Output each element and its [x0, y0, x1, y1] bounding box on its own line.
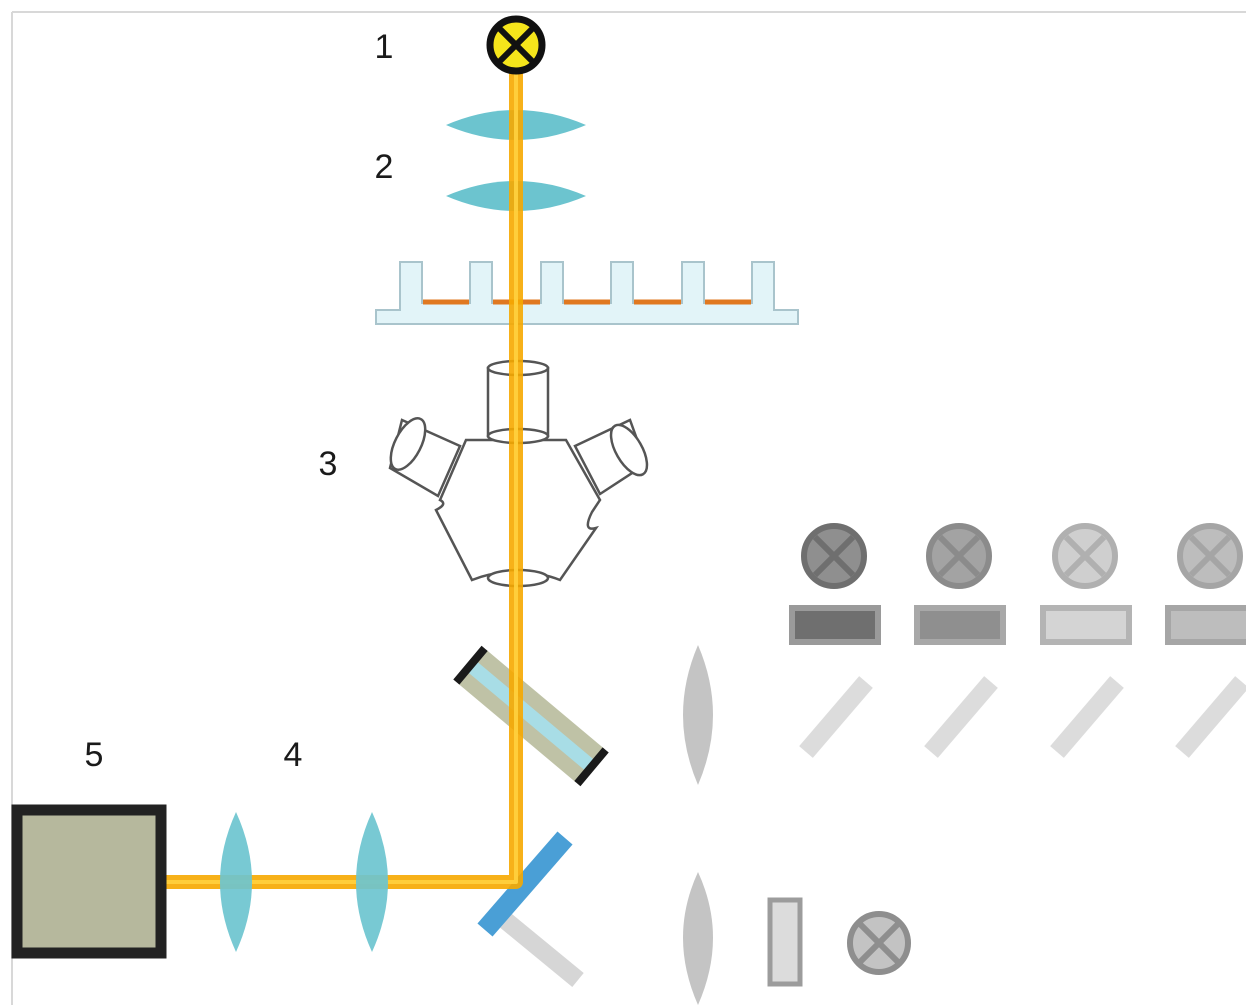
detector-icon: [11, 804, 167, 959]
label-light-source: 1: [375, 28, 394, 66]
inactive-mirror-icon: [924, 676, 998, 758]
label-detector: 5: [85, 736, 104, 774]
inactive-filter-icon: [914, 605, 1006, 645]
inactive-lens-icon: [683, 872, 713, 1005]
lamp-icon: [486, 15, 546, 75]
well-plate: [375, 261, 799, 325]
inactive-lamp-icon: [1177, 523, 1243, 589]
label-condenser-lenses: 2: [375, 148, 394, 186]
inactive-lamp-icon: [1052, 523, 1118, 589]
relay-lens-icon: [356, 812, 388, 952]
inactive-mirror-icon: [1175, 676, 1246, 758]
relay-lens-icon: [220, 812, 252, 952]
inactive-mirror-icon: [799, 676, 873, 758]
label-objective-turret: 3: [319, 445, 338, 483]
inactive-mirror-icon: [1050, 676, 1124, 758]
inactive-lens-icon: [683, 645, 713, 785]
inactive-lamp-icon: [926, 523, 992, 589]
inactive-filter-icon: [1165, 605, 1246, 645]
inactive-channels: [499, 523, 1246, 1005]
inactive-mirror-icon: [499, 913, 584, 987]
light-beam: [165, 62, 523, 889]
inactive-filter-icon: [789, 605, 881, 645]
label-relay-lenses: 4: [284, 736, 303, 774]
inactive-filter-icon: [1040, 605, 1132, 645]
emission-filter: [453, 645, 609, 787]
inactive-lamp-icon: [801, 523, 867, 589]
inactive-lamp-icon: [847, 911, 911, 975]
dichroic-mirror-icon: [477, 831, 573, 937]
inactive-filter-icon: [767, 897, 803, 987]
